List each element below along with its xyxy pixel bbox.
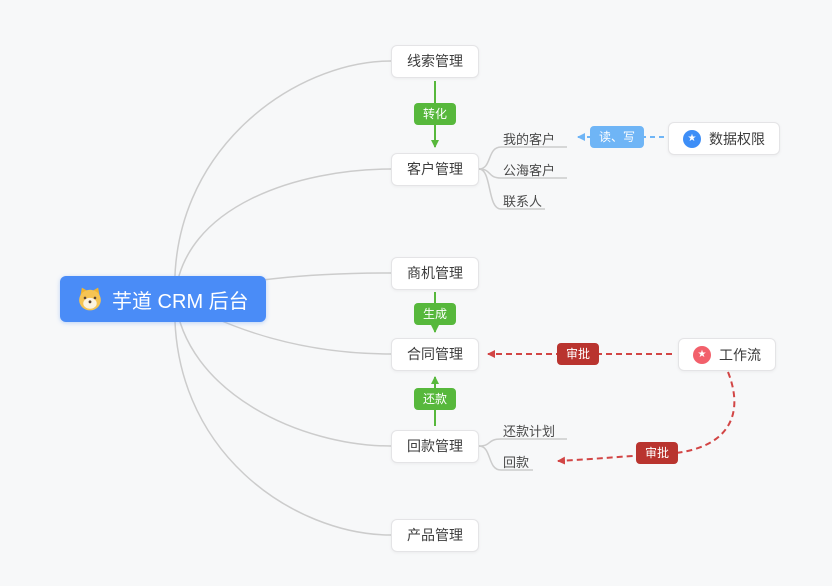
branch-to-leads (174, 60, 392, 299)
node-customer-management[interactable]: 客户管理 (391, 153, 479, 186)
child-public-sea-customers[interactable]: 公海客户 (503, 163, 556, 178)
node-payment-management[interactable]: 回款管理 (391, 430, 479, 463)
node-opportunity-management[interactable]: 商机管理 (391, 257, 479, 290)
workflow-label: 工作流 (719, 346, 761, 363)
branch-to-products (174, 297, 392, 536)
child-repayment-plan[interactable]: 还款计划 (503, 424, 556, 439)
edge-badge-generate: 生成 (413, 303, 457, 325)
data-permission-star-icon: ★ (683, 129, 701, 148)
node-product-management[interactable]: 产品管理 (391, 519, 479, 552)
edge-badge-read-write: 读、写 (589, 126, 645, 148)
edge-badge-approve-contract: 审批 (556, 343, 600, 365)
node-lead-management[interactable]: 线索管理 (391, 45, 479, 78)
root-title: 芋道 CRM 后台 (112, 290, 249, 313)
edge-badge-convert: 转化 (413, 103, 457, 125)
child-repayment[interactable]: 回款 (503, 455, 530, 470)
child-contacts[interactable]: 联系人 (503, 194, 543, 209)
node-workflow[interactable]: ★ 工作流 (678, 338, 776, 371)
child-my-customers[interactable]: 我的客户 (503, 132, 556, 147)
data-permission-label: 数据权限 (709, 130, 765, 147)
link-repayment-plan (478, 438, 567, 447)
root-node-crm-backend[interactable]: 芋道 CRM 后台 (60, 276, 266, 322)
node-contract-management[interactable]: 合同管理 (391, 338, 479, 371)
edge-badge-approve-payment: 审批 (635, 442, 679, 464)
workflow-star-icon: ★ (693, 345, 711, 364)
node-data-permission[interactable]: ★ 数据权限 (668, 122, 780, 155)
shiba-dog-icon (77, 287, 103, 311)
edge-badge-repay: 还款 (413, 388, 457, 410)
